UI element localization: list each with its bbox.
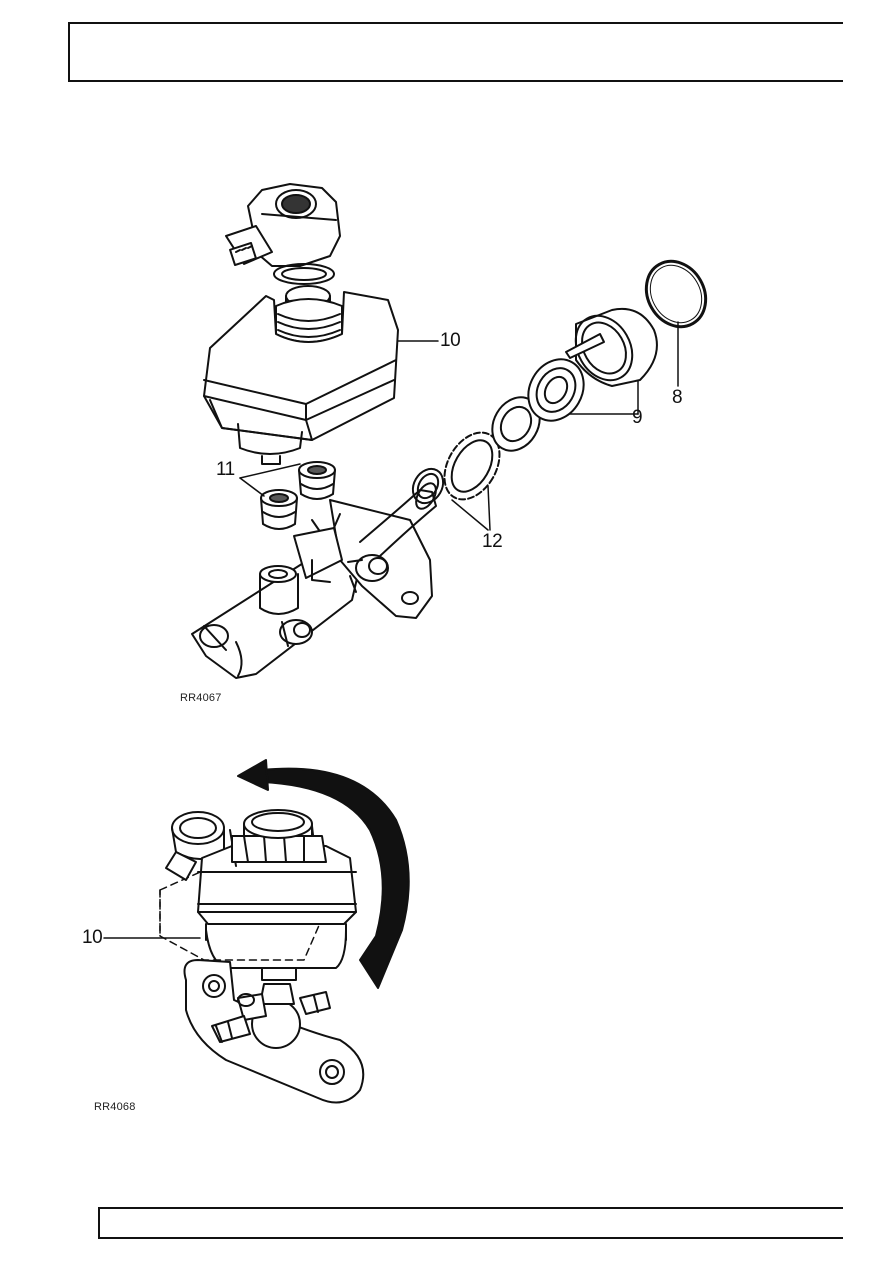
callout-12: 12 [482, 531, 503, 552]
reservoir-seal [298, 461, 336, 500]
leader-line-12a [487, 485, 491, 531]
leader-line-12b [451, 499, 489, 531]
pushrod-seal [411, 467, 445, 505]
cap-seal [273, 263, 335, 285]
circlip-washer [443, 431, 501, 501]
primary-seal [527, 358, 585, 422]
callout-8: 8 [672, 387, 683, 408]
callout-11: 11 [216, 459, 235, 480]
figure-reference-rr4068: RR4068 [94, 1101, 136, 1113]
master-cylinder-flange [183, 959, 365, 1104]
reservoir-neck [275, 285, 343, 343]
reservoir-rotation-illustration [103, 759, 410, 1104]
spacer-ring [491, 396, 541, 452]
vacuum-seal-housing [565, 308, 658, 387]
o-ring [644, 259, 708, 329]
reservoir-cap-rotated [165, 811, 225, 881]
reservoir-seal [260, 489, 298, 530]
callout-10-fig1: 10 [440, 330, 461, 351]
reservoir-cap [225, 183, 341, 267]
master-cylinder-exploded-illustration [191, 183, 708, 679]
callout-10-fig2: 10 [82, 927, 103, 948]
rotation-arrow [237, 759, 410, 989]
callout-9: 9 [632, 407, 643, 428]
figure-reference-rr4067: RR4067 [180, 692, 222, 704]
page-footer-frame [98, 1207, 843, 1239]
fluid-reservoir-rotated [197, 809, 357, 969]
fluid-reservoir [203, 291, 399, 465]
page-header-frame [68, 22, 843, 82]
leader-line-11a [239, 463, 301, 479]
leader-line-11b [239, 477, 265, 497]
master-cylinder-body [191, 482, 437, 679]
